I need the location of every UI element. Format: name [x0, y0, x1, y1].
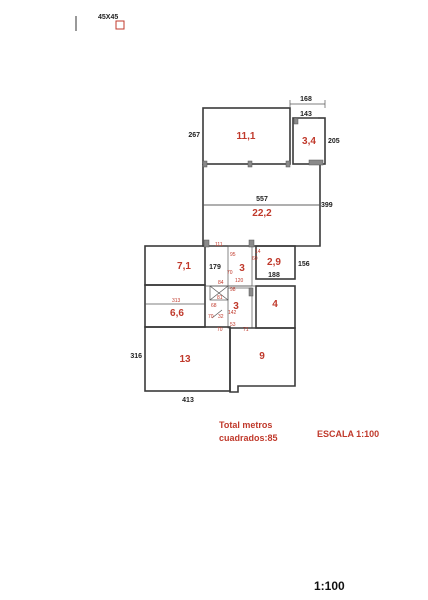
room-outline-7 [144, 245, 206, 286]
room-area-label: 3 [233, 301, 239, 312]
minor-dimension-label: 95 [230, 252, 236, 258]
size-label: 45X45 [98, 14, 118, 21]
dimension-label: 179 [209, 264, 221, 271]
color-sample [115, 20, 125, 30]
total-area-line1: Total metros [219, 420, 272, 430]
total-area-line2: cuadrados:85 [219, 433, 278, 443]
minor-dimension-label: 120 [235, 278, 244, 284]
minor-dimension-label: 70 [217, 327, 223, 333]
pillar [285, 160, 291, 168]
room-area-label: 3 [239, 263, 245, 274]
walls [144, 107, 326, 393]
minor-dimension-label: 98 [230, 287, 236, 293]
scale-label: ESCALA 1:100 [317, 429, 379, 439]
room-outline-9 [229, 327, 296, 393]
minor-dimension-label: 71 [243, 327, 249, 333]
pillar [203, 239, 210, 248]
dimension-label: 316 [130, 353, 142, 360]
footer-scale: 1:100 [314, 579, 345, 593]
room-outline-29 [255, 245, 296, 280]
room-area-label: 6,6 [170, 308, 184, 319]
room-area-label: 9 [259, 351, 265, 362]
dimension-label: 188 [268, 272, 280, 279]
room-outline-66 [144, 284, 206, 328]
pillar [202, 160, 208, 168]
door-swing [211, 309, 223, 319]
minor-dimension-label: 70 [227, 270, 233, 276]
dimension-label: 143 [300, 111, 312, 118]
room-area-label: 2,9 [267, 257, 281, 268]
minor-dimension-label: 84 [218, 280, 224, 286]
room-area-label: 4 [272, 299, 278, 310]
minor-dimension-label: 81 [217, 295, 223, 301]
minor-dimension-label: 60 [252, 256, 258, 262]
room-outline-11 [202, 107, 291, 165]
minor-dimension-label: 111 [215, 242, 223, 248]
minor-dimension-label: 68 [211, 303, 217, 309]
room-area-label: 3,4 [302, 136, 316, 147]
pillar [308, 159, 324, 166]
dimension-label: 267 [188, 132, 200, 139]
dimension-label: 413 [182, 397, 194, 404]
pillar [248, 239, 255, 248]
minor-dimension-label: 142 [228, 310, 237, 316]
pillar [247, 160, 253, 168]
dimension-lines [203, 100, 326, 206]
dimension-label: 156 [298, 261, 310, 268]
pillar [293, 117, 299, 125]
details [205, 285, 256, 319]
room-area-label: 11,1 [237, 131, 256, 142]
pillars [202, 117, 324, 297]
dimension-label: 168 [300, 96, 312, 103]
room-area-label: 13 [179, 354, 191, 365]
stairwell-cross-2 [209, 285, 229, 301]
dimension-label: 205 [328, 138, 340, 145]
dimension-label: 399 [321, 202, 333, 209]
minor-dimension-label: 53 [230, 322, 236, 328]
room-area-label: 22,2 [252, 208, 272, 219]
minor-dimension-label: 14 [255, 249, 261, 255]
minor-dimension-label: 70 [208, 314, 214, 320]
pillar [248, 287, 254, 297]
dimension-label: 557 [256, 196, 268, 203]
minor-dimension-label: 32 [218, 314, 224, 320]
room-area-label: 7,1 [177, 261, 191, 272]
minor-dimension-label: 313 [172, 298, 181, 304]
